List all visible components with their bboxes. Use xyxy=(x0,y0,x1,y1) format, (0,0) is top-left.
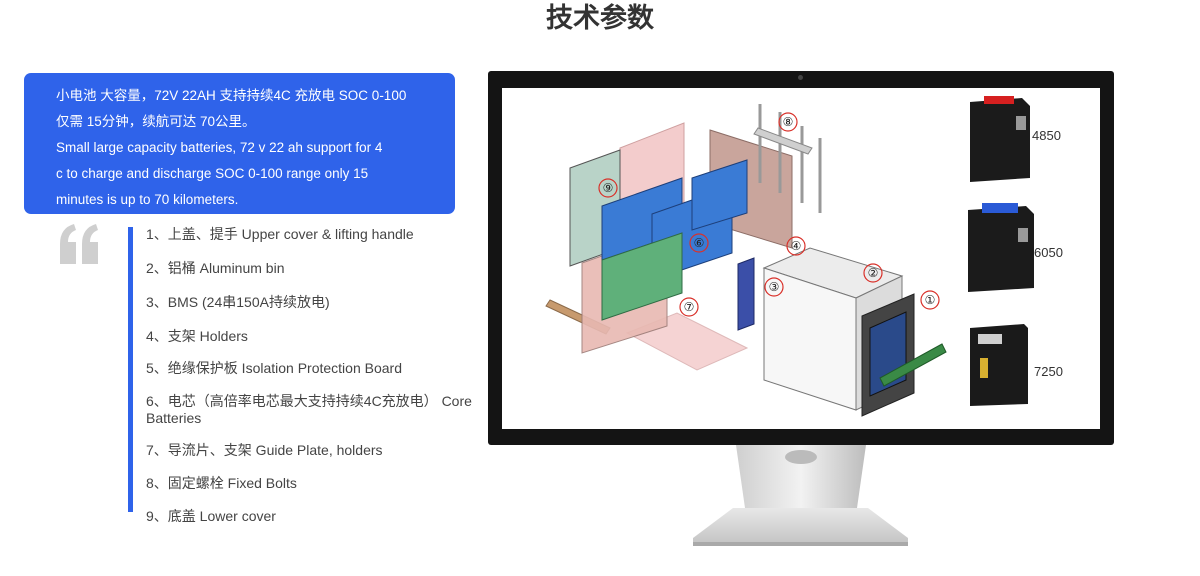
callout-7: ⑦ xyxy=(684,300,695,314)
intro-line: 仅需 15分钟，续航可达 70公里。 xyxy=(56,114,256,129)
callout-4: ④ xyxy=(791,239,802,253)
callout-6: ⑥ xyxy=(694,236,705,250)
list-item: 6、电芯（高倍率电芯最大支持持续4C充放电） Core Batteries xyxy=(146,393,472,426)
battery-exploded-diagram: ① ② ③ ④ ⑥ ⑦ ⑧ ⑨ xyxy=(545,96,1034,417)
quote-icon xyxy=(60,224,98,264)
model-label-7250: 7250 xyxy=(1034,364,1063,379)
monitor-stand-base xyxy=(693,508,908,546)
intro-line: 小电池 大容量，72V 22AH 支持持续4C 充放电 SOC 0-100 xyxy=(56,88,407,103)
list-item: 8、固定螺栓 Fixed Bolts xyxy=(146,475,297,491)
monitor-screen: ① ② ③ ④ ⑥ ⑦ ⑧ ⑨ 4850 6050 7250 xyxy=(502,88,1100,429)
callout-1: ① xyxy=(925,293,936,307)
list-item: 3、BMS (24串150A持续放电) xyxy=(146,294,330,310)
monitor-camera xyxy=(798,75,803,80)
model-label-4850: 4850 xyxy=(1032,128,1061,143)
intro-box: 小电池 大容量，72V 22AH 支持持续4C 充放电 SOC 0-100 仅需… xyxy=(24,73,455,214)
callout-2: ② xyxy=(868,266,879,280)
intro-line: minutes is up to 70 kilometers. xyxy=(56,192,239,207)
list-accent-bar xyxy=(128,227,133,512)
callout-3: ③ xyxy=(769,280,780,294)
battery-7250-image xyxy=(970,324,1028,406)
battery-6050-image xyxy=(968,203,1034,292)
model-label-6050: 6050 xyxy=(1034,245,1063,260)
battery-cells-group xyxy=(601,159,748,321)
intro-line: Small large capacity batteries, 72 v 22 … xyxy=(56,140,383,155)
callout-9: ⑨ xyxy=(603,181,614,195)
callout-8: ⑧ xyxy=(783,115,794,129)
intro-line: c to charge and discharge SOC 0-100 rang… xyxy=(56,166,369,181)
page-title: 技术参数 xyxy=(546,3,654,34)
battery-4850-image xyxy=(970,96,1030,182)
monitor-stand-neck xyxy=(736,445,866,515)
list-item: 9、底盖 Lower cover xyxy=(146,508,276,524)
list-item: 4、支架 Holders xyxy=(146,328,248,344)
list-item: 1、上盖、提手 Upper cover & lifting handle xyxy=(146,226,414,242)
list-item: 7、导流片、支架 Guide Plate, holders xyxy=(146,442,383,458)
list-item: 2、铝桶 Aluminum bin xyxy=(146,260,285,276)
list-item: 5、绝缘保护板 Isolation Protection Board xyxy=(146,360,402,376)
